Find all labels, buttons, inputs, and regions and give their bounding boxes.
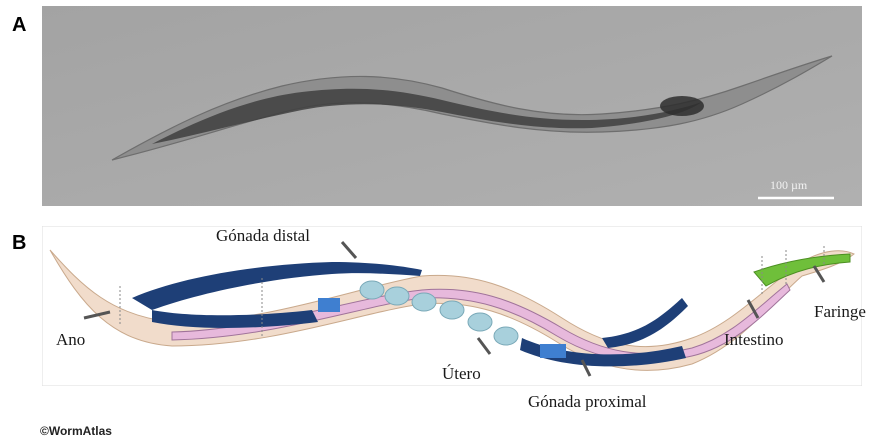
worm-micrograph [42,6,862,206]
panel-letter-b: B [12,232,26,255]
credit-wormatlas: ©WormAtlas [40,424,112,438]
spermatheca-right [540,344,566,358]
scale-bar-label: 100 µm [770,178,807,193]
label-gonada-proximal: Gónada proximal [528,392,647,412]
worm-pharynx-bulb [660,96,704,116]
label-utero: Útero [442,364,481,384]
uterus-egg [412,293,436,311]
uterus-egg [360,281,384,299]
spermatheca-left [318,298,340,312]
uterus-egg [440,301,464,319]
uterus-egg [385,287,409,305]
uterus-egg [468,313,492,331]
uterus-egg [494,327,518,345]
label-ano: Ano [56,330,85,350]
label-gonada-distal: Gónada distal [216,226,310,246]
label-intestino: Intestino [724,330,784,350]
worm-anatomy-diagram [42,226,862,386]
label-faringe: Faringe [814,302,866,322]
panel-letter-a: A [12,14,26,37]
